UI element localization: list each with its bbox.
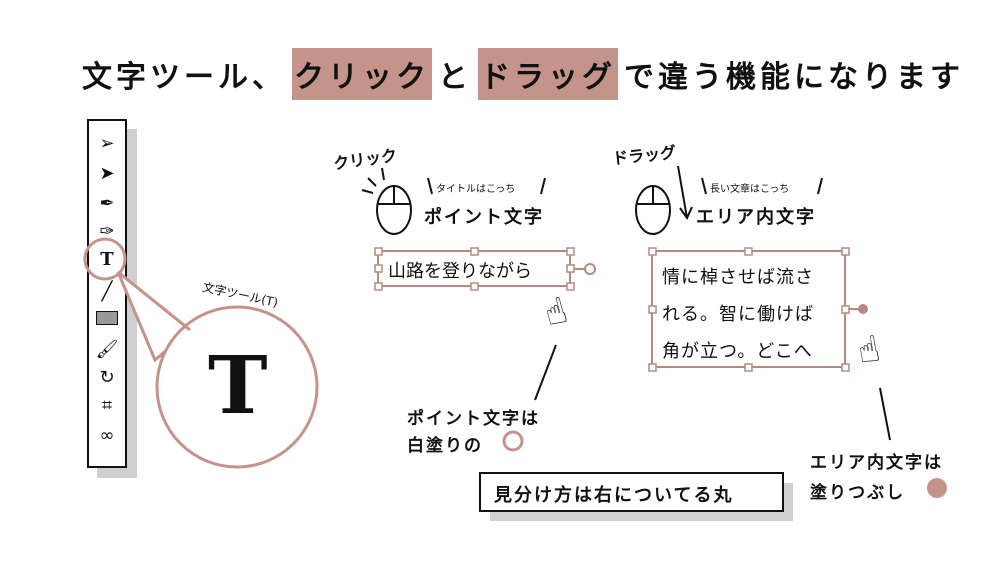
rotate-tool-icon[interactable]: ↻	[99, 367, 115, 388]
rectangle-tool-icon[interactable]	[89, 309, 125, 331]
point-note-line2: 白塗りの	[407, 436, 483, 456]
curvature-tool-icon[interactable]: ✑	[99, 221, 115, 242]
selection-tool-icon[interactable]: ➢	[99, 133, 115, 154]
toolbar: ➢ ➤ ✒ ✑ T ╱ 🖌 ↻ ⌗ ∞	[87, 119, 127, 468]
paintbrush-tool-icon[interactable]: 🖌	[95, 339, 119, 360]
point-heading: ポイント文字	[424, 207, 544, 228]
magnified-type-glyph: T	[208, 338, 268, 432]
area-text-line: れる。智に働けば	[662, 304, 814, 325]
selection-handles	[374, 247, 850, 372]
point-caption: タイトルはこっち	[436, 184, 516, 195]
area-text: 情に棹させば流さ れる。智に働けば 角が立つ。どこへ	[662, 259, 814, 370]
mouse-click-icon	[361, 167, 412, 235]
area-note-line2: 塗りつぶし	[810, 483, 906, 503]
direct-selection-tool-icon[interactable]: ➤	[99, 163, 115, 184]
area-text-line: 角が立つ。どこへ	[662, 341, 813, 362]
area-text-line: 情に棹させば流さ	[662, 267, 814, 288]
caption-slashes	[427, 177, 823, 195]
summary-text: 見分け方は右についてる丸	[494, 485, 734, 506]
area-note-line1: エリア内文字は	[810, 453, 943, 473]
title-text: で違う機能になります	[624, 60, 964, 95]
pen-tool-icon[interactable]: ✒	[99, 193, 115, 214]
type-tool-highlight-circle	[83, 237, 127, 281]
point-note-line1: ポイント文字は	[407, 409, 540, 429]
artboard-tool-icon[interactable]: ⌗	[101, 395, 113, 416]
title-text: と	[438, 60, 472, 95]
summary-box	[479, 472, 784, 512]
type-tool-icon[interactable]: T	[100, 249, 114, 270]
filled-circle-icon	[927, 478, 947, 498]
hollow-circle-icon	[502, 430, 524, 452]
line-tool-icon[interactable]: ╱	[101, 281, 113, 302]
point-sample-text: 山路を登りながら	[388, 261, 532, 282]
title-highlight-click: クリック	[292, 48, 432, 100]
page-title: 文字ツール、 クリック と ドラッグ で違う機能になります	[82, 48, 964, 100]
area-caption: 長い文章はこっち	[710, 184, 790, 195]
area-text-filled-port-icon	[858, 304, 868, 314]
title-text: 文字ツール、	[82, 60, 286, 95]
point-text-hollow-port-icon	[584, 263, 596, 275]
area-heading: エリア内文字	[696, 207, 816, 228]
shape-builder-tool-icon[interactable]: ∞	[99, 425, 115, 446]
magnifier-circle	[155, 305, 319, 469]
mouse-drag-icon	[635, 165, 693, 235]
title-highlight-drag: ドラッグ	[478, 48, 618, 100]
